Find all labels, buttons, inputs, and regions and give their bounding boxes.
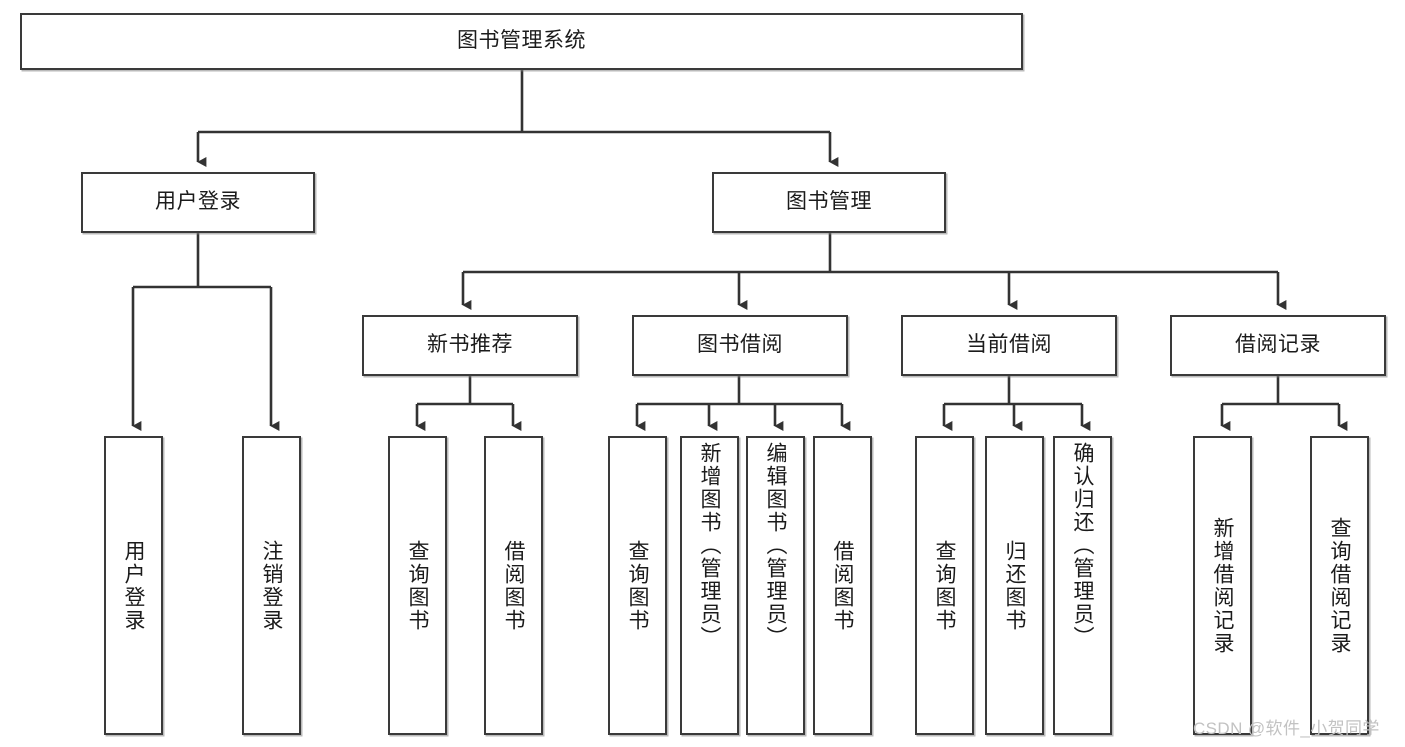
leaf-label: 查询图书	[933, 539, 956, 632]
leaf-label: 借阅图书	[502, 539, 525, 632]
watermark-text: CSDN @软件_小贺同学	[1193, 719, 1380, 738]
node-label: 当前借阅	[966, 333, 1052, 357]
node-label: 图书管理系统	[457, 29, 586, 53]
leaf-query-book-borrow[interactable]: 查询图书	[608, 436, 667, 735]
node-book-management[interactable]: 图书管理	[712, 172, 946, 233]
leaf-label: 确认归还（管理员）	[1071, 442, 1094, 649]
leaf-return-book[interactable]: 归还图书	[985, 436, 1044, 735]
node-label: 图书管理	[786, 190, 872, 214]
leaf-query-book-current[interactable]: 查询图书	[915, 436, 974, 735]
node-borrow-record[interactable]: 借阅记录	[1170, 315, 1386, 376]
leaf-edit-book-admin[interactable]: 编辑图书（管理员）	[746, 436, 805, 735]
node-label: 新书推荐	[427, 333, 513, 357]
leaf-label: 新增图书（管理员）	[698, 442, 721, 649]
leaf-label: 用户登录	[122, 539, 145, 632]
leaf-query-book-recommendation[interactable]: 查询图书	[388, 436, 447, 735]
leaf-logout[interactable]: 注销登录	[242, 436, 301, 735]
node-label: 图书借阅	[697, 333, 783, 357]
leaf-label: 查询借阅记录	[1328, 516, 1351, 655]
leaf-label: 查询图书	[626, 539, 649, 632]
node-new-book-recommendation[interactable]: 新书推荐	[362, 315, 578, 376]
node-current-borrow[interactable]: 当前借阅	[901, 315, 1117, 376]
leaf-query-borrow-record[interactable]: 查询借阅记录	[1310, 436, 1369, 735]
leaf-add-book-admin[interactable]: 新增图书（管理员）	[680, 436, 739, 735]
node-label: 借阅记录	[1235, 333, 1321, 357]
leaf-user-login[interactable]: 用户登录	[104, 436, 163, 735]
node-user-login[interactable]: 用户登录	[81, 172, 315, 233]
node-book-borrow[interactable]: 图书借阅	[632, 315, 848, 376]
leaf-label: 新增借阅记录	[1211, 516, 1234, 655]
node-root-book-management-system[interactable]: 图书管理系统	[20, 13, 1023, 70]
leaf-label: 借阅图书	[831, 539, 854, 632]
leaf-label: 查询图书	[406, 539, 429, 632]
node-label: 用户登录	[155, 190, 241, 214]
leaf-confirm-return-admin[interactable]: 确认归还（管理员）	[1053, 436, 1112, 735]
leaf-label: 注销登录	[260, 539, 283, 632]
leaf-borrow-book-recommendation[interactable]: 借阅图书	[484, 436, 543, 735]
leaf-label: 归还图书	[1003, 539, 1026, 632]
leaf-borrow-book[interactable]: 借阅图书	[813, 436, 872, 735]
leaf-label: 编辑图书（管理员）	[764, 442, 787, 649]
leaf-add-borrow-record[interactable]: 新增借阅记录	[1193, 436, 1252, 735]
